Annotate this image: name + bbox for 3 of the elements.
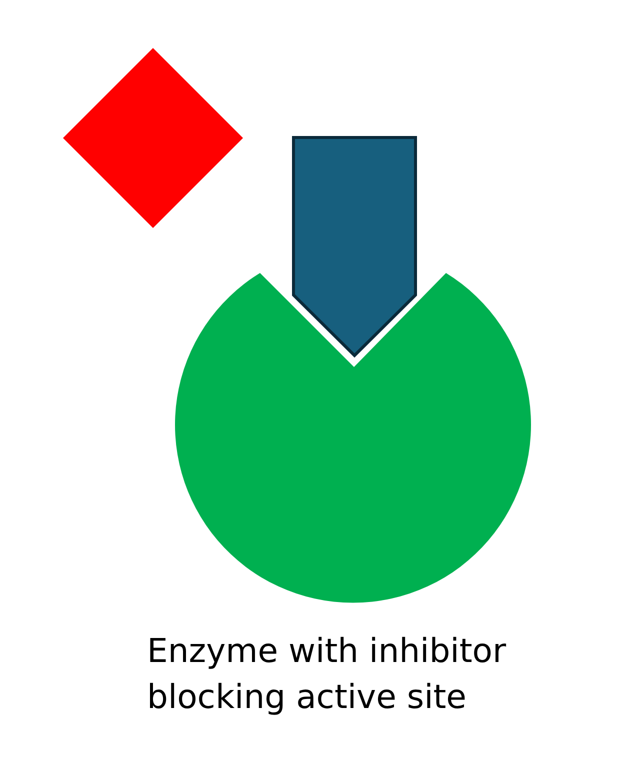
diamond-shape (63, 48, 243, 228)
inhibitor-shape (292, 136, 417, 357)
caption: Enzyme with inhibitor blocking active site (147, 630, 508, 718)
